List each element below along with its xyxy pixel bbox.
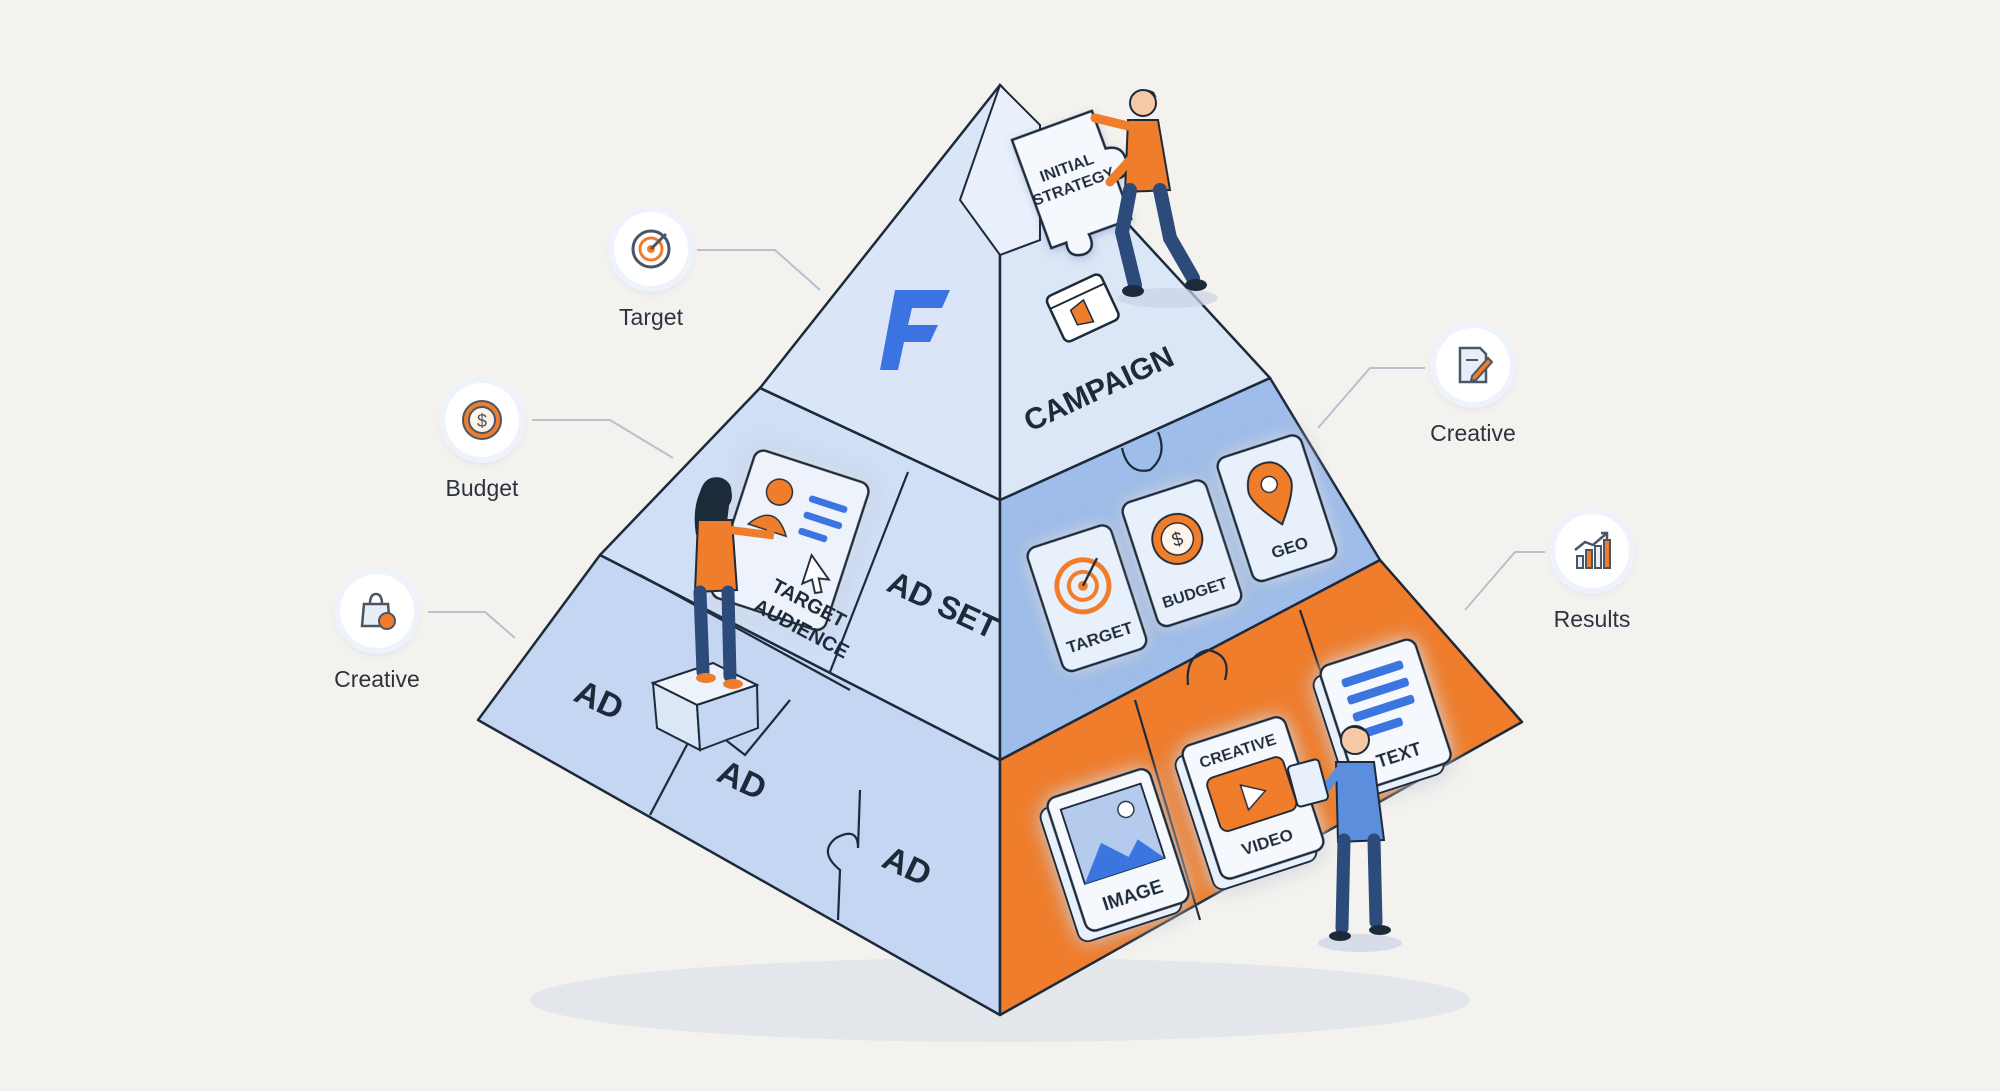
creative-card-image: IMAGE [1039,767,1190,943]
bar-chart-growth-icon [1555,514,1629,588]
dollar-coin-icon: $ [445,383,519,457]
callout-results: Results [1502,514,1682,633]
shopping-bag-icon [340,574,414,648]
ad-set-card-geo: GEO [1216,434,1338,583]
apex-puzzle-piece [958,83,1041,257]
target-icon [614,212,688,286]
callout-target-label: Target [619,304,683,330]
target-audience-card [710,449,870,632]
creative-card-video: CREATIVE VIDEO [1174,715,1325,891]
person-carrying-strategy [1090,89,1218,308]
person-placing-target-audience [650,477,776,752]
tablet-icon [1287,758,1329,808]
ad-set-card-budget: $ BUDGET [1121,479,1243,628]
callout-leader-lines [428,249,1545,639]
edit-document-icon [1436,328,1510,402]
callout-budget: $ Budget [392,383,572,502]
person-holding-tablet [1287,725,1402,952]
callout-creative-left-label: Creative [334,666,420,692]
initial-strategy-card: INITIAL STRATEGY [1010,109,1133,257]
callout-budget-label: Budget [445,475,519,501]
megaphone-browser-icon [1045,273,1120,343]
brand-f-logo [880,290,950,370]
svg-text:$: $ [477,411,487,431]
callout-creative-left: Creative [287,574,467,693]
callout-creative-right-label: Creative [1430,420,1516,446]
callout-target: Target [561,212,741,331]
ad-set-card-target: TARGET [1026,524,1148,673]
callout-creative-right: Creative [1383,328,1563,447]
callout-results-label: Results [1553,606,1631,632]
